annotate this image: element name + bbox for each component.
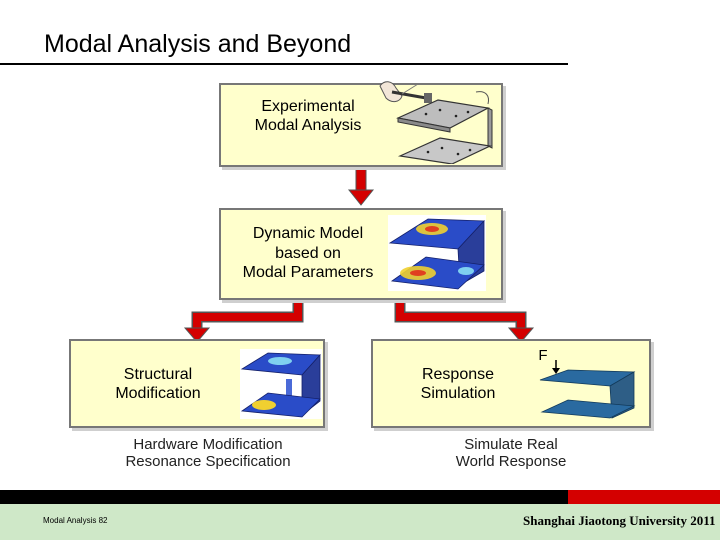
arrow-experimental-to-dynamic	[347, 164, 375, 206]
footer-bar-red	[568, 490, 720, 504]
response-line2: Simulation	[420, 385, 496, 402]
page-title: Modal Analysis and Beyond	[44, 30, 352, 58]
title-underline	[0, 63, 568, 65]
dynamic-line2: based on	[275, 245, 341, 262]
structural-line1: Structural	[123, 366, 193, 383]
response-mode-shape-icon	[539, 360, 636, 419]
hammer-plate-structure-icon	[379, 81, 493, 164]
footer-band	[0, 504, 720, 540]
hardware-caption-line1: Hardware Modification	[133, 436, 283, 453]
simulate-caption-line2: World Response	[455, 453, 567, 470]
dynamic-line3: Modal Parameters	[242, 264, 374, 281]
structural-line2: Modification	[115, 385, 201, 402]
arrow-dynamic-to-structural	[183, 300, 304, 343]
experimental-line1: Experimental	[261, 98, 355, 115]
force-label: F	[538, 347, 548, 364]
mode-shape-icon	[388, 215, 486, 291]
footer-slide-number: Modal Analysis 82	[43, 516, 108, 525]
footer-institution: Shanghai Jiaotong University 2011	[523, 513, 716, 528]
dynamic-line1: Dynamic Model	[252, 225, 364, 242]
arrow-dynamic-to-response	[394, 300, 535, 343]
structural-mode-shape-icon	[240, 349, 322, 419]
experimental-line2: Modal Analysis	[254, 117, 362, 134]
hardware-caption-line2: Resonance Specification	[125, 453, 291, 470]
simulate-caption-line1: Simulate Real	[464, 436, 558, 453]
footer-bar-dark	[0, 490, 568, 504]
response-line1: Response	[421, 366, 495, 383]
